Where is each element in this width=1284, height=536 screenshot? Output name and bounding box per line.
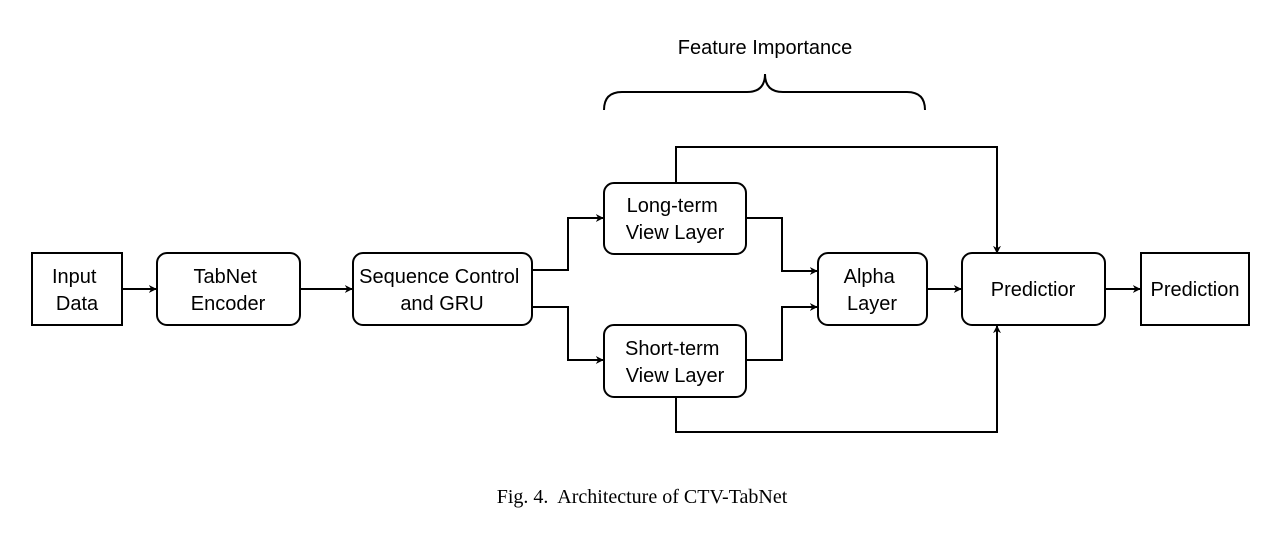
node-predictior: Predictior bbox=[961, 252, 1106, 326]
node-tabnet-encoder-line-2: Encoder bbox=[191, 293, 266, 315]
node-prediction-line-1: Prediction bbox=[1151, 279, 1240, 301]
edge-sequence-to-long-term bbox=[532, 214, 604, 271]
edge-short-term-skip-to-predictior bbox=[675, 325, 1001, 433]
node-alpha-layer-line-2: Layer bbox=[847, 293, 897, 315]
node-tabnet-encoder: TabNet Encoder bbox=[156, 252, 301, 326]
svg-text:Predictior: Predictior bbox=[991, 279, 1076, 301]
node-long-term-view-layer: Long-term View Layer bbox=[603, 182, 747, 255]
node-sequence-control-gru: Sequence Control and GRU bbox=[352, 252, 533, 326]
node-short-term-view-layer: Short-term View Layer bbox=[603, 324, 747, 398]
svg-text:Alpha Layer: Alpha Layer bbox=[844, 266, 901, 315]
edge-long-term-to-alpha bbox=[746, 217, 818, 275]
svg-text:Prediction: Prediction bbox=[1151, 279, 1240, 301]
edge-sequence-to-short-term bbox=[532, 306, 604, 364]
node-tabnet-encoder-line-1: TabNet bbox=[194, 266, 258, 288]
node-prediction: Prediction bbox=[1140, 252, 1250, 326]
node-alpha-layer: Alpha Layer bbox=[817, 252, 928, 326]
svg-text:TabNet Encoder: TabNet Encoder bbox=[191, 266, 266, 315]
node-long-term-line-1: Long-term bbox=[627, 195, 718, 217]
svg-text:Input Data: Input Data bbox=[52, 266, 102, 315]
node-input-data-line-2: Data bbox=[56, 293, 99, 315]
node-predictior-line-1: Predictior bbox=[991, 279, 1076, 301]
feature-importance-brace bbox=[603, 73, 926, 111]
svg-text:Short-term View Layer: Short-term View Layer bbox=[625, 338, 725, 387]
node-short-term-line-1: Short-term bbox=[625, 338, 719, 360]
svg-text:Long-term View Layer: Long-term View Layer bbox=[626, 195, 725, 244]
node-alpha-layer-line-1: Alpha bbox=[844, 266, 896, 288]
node-long-term-line-2: View Layer bbox=[626, 222, 725, 244]
svg-text:Sequence Control and GRU: Sequence Control and GRU bbox=[359, 266, 525, 315]
node-sequence-control-line-1: Sequence Control bbox=[359, 266, 519, 288]
node-short-term-line-2: View Layer bbox=[626, 365, 725, 387]
node-input-data: Input Data bbox=[31, 252, 123, 326]
edge-short-term-to-alpha bbox=[746, 303, 818, 361]
figure-caption: Fig. 4. Architecture of CTV-TabNet bbox=[496, 486, 788, 508]
feature-importance-label: Feature Importance bbox=[678, 37, 853, 59]
edge-long-term-skip-to-predictior bbox=[675, 146, 1001, 254]
node-sequence-control-line-2: and GRU bbox=[400, 293, 483, 315]
node-input-data-line-1: Input bbox=[52, 266, 97, 288]
